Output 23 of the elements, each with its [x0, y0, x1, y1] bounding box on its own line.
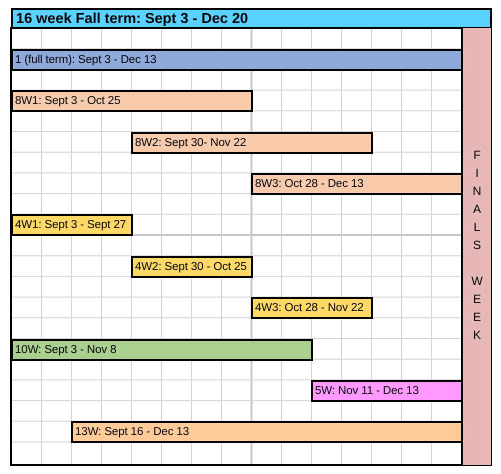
session-bar [251, 173, 463, 195]
session-label: 10W: Sept 3 - Nov 8 [15, 343, 116, 357]
session-bar [11, 49, 463, 71]
session-label: 1 (full term): Sept 3 - Dec 13 [15, 53, 156, 67]
session-bar [71, 421, 463, 443]
session-label: 4W2: Sept 30 - Oct 25 [135, 260, 247, 274]
session-label: 5W: Nov 11 - Dec 13 [315, 384, 419, 398]
session-bar [131, 256, 253, 278]
session-label: 8W1: Sept 3 - Oct 25 [15, 94, 120, 108]
finals-week-column [461, 28, 491, 465]
title: 16 week Fall term: Sept 3 - Dec 20 [16, 11, 248, 28]
session-bar [311, 380, 463, 402]
session-bar [11, 214, 133, 236]
session-label: 8W2: Sept 30- Nov 22 [135, 136, 246, 150]
session-label: 4W3: Oct 28 - Nov 22 [255, 301, 364, 315]
session-label: 13W: Sept 16 - Dec 13 [75, 425, 190, 439]
session-bar [11, 339, 313, 361]
session-bar [251, 297, 373, 319]
session-label: 8W3: Oct 28 - Dec 13 [255, 177, 364, 191]
session-bar [11, 90, 253, 112]
session-label: 4W1: Sept 3 - Sept 27 [15, 218, 126, 232]
column-label: FINALS WEEK [470, 148, 484, 346]
session-bar [131, 132, 373, 154]
